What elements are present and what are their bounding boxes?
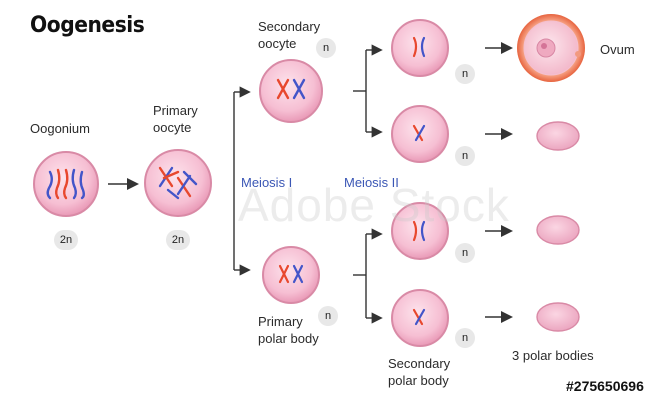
diagram-title: Oogenesis [30,13,145,38]
daughter-cell-1 [391,19,449,77]
meiosis2-bracket-bottom [353,228,383,324]
ploidy-badge-daughter-2: n [455,146,475,166]
label-oogonium: Oogonium [30,121,90,136]
ploidy-badge-primary-polar: n [318,306,338,326]
label-three-polar-bodies: 3 polar bodies [512,348,594,363]
daughter-cell-4 [391,289,449,347]
ploidy-badge-daughter-1: n [455,64,475,84]
meiosis2-bracket-top [353,44,383,138]
label-primary-oocyte-line2: oocyte [153,120,192,135]
polar-body-1 [536,121,580,151]
primary-oocyte-chromosomes [158,166,198,200]
secondary-oocyte-cell [259,59,323,123]
polar-body-2 [536,215,580,245]
ovum-cell [517,14,585,82]
label-secondary-oocyte-line1: Secondary [258,19,321,34]
label-primary-polar-line2: polar body [258,331,319,346]
meiosis1-bracket [233,86,251,276]
primary-oocyte-cell [144,149,212,217]
ploidy-badge-daughter-3: n [455,243,475,263]
label-meiosis-1: Meiosis I [241,175,293,190]
label-secondary-polar-line2: polar body [388,373,449,388]
oogonium-cell [33,151,99,217]
label-secondary-oocyte-line2: oocyte [258,36,297,51]
oogonium-chromosomes [46,168,85,200]
watermark-text: Adobe Stock [238,179,510,231]
label-primary-polar-line1: Primary [258,314,303,329]
ploidy-badge-primary-oocyte: 2n [166,230,190,250]
polar-body-3 [536,302,580,332]
daughter-cell-3 [391,202,449,260]
primary-polar-body-cell [262,246,320,304]
stock-id: #275650696 [566,378,644,394]
ploidy-badge-daughter-4: n [455,328,475,348]
label-secondary-polar-line1: Secondary [388,356,451,371]
daughter-cell-2 [391,105,449,163]
label-ovum: Ovum [600,42,635,57]
ploidy-badge-oogonium: 2n [54,230,78,250]
label-meiosis-2: Meiosis II [344,175,399,190]
label-primary-oocyte-line1: Primary [153,103,198,118]
ploidy-badge-secondary-oocyte: n [316,38,336,58]
